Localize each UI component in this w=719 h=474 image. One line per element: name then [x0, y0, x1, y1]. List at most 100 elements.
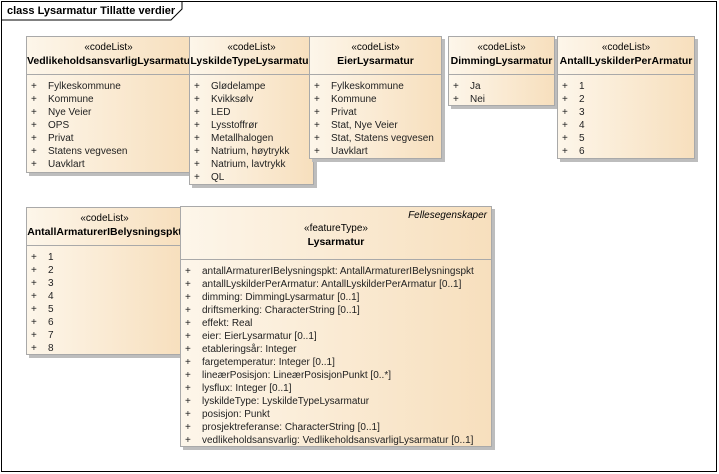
attribute-row: +eier: EierLysarmatur [0..1] — [181, 330, 491, 343]
class-name: AntallLyskilderPerArmatur — [559, 55, 693, 67]
class-dimming[interactable]: «codeList»DimmingLysarmatur +Ja+Nei — [448, 36, 555, 106]
diagram-title: class Lysarmatur Tillatte verdier — [7, 5, 176, 17]
attribute-label: Privat — [331, 107, 357, 118]
attribute-row: +2 — [27, 264, 182, 277]
attribute-label: Ja — [470, 81, 481, 92]
attribute-label: Kommune — [48, 94, 94, 105]
visibility-public: + — [31, 146, 37, 157]
attribute-label: antallArmaturerIBelysningspkt: AntallArm… — [202, 266, 474, 277]
visibility-public: + — [562, 120, 568, 131]
attribute-label: 2 — [48, 265, 54, 276]
attribute-row: + Lysstoffrør — [190, 119, 313, 132]
visibility-public: + — [31, 278, 37, 289]
class-antalllyskilder[interactable]: «codeList»AntallLyskilderPerArmatur+1+2+… — [557, 36, 695, 159]
visibility-public: + — [194, 94, 200, 105]
visibility-public: + — [31, 120, 37, 131]
class-lyskildetype[interactable]: «codeList»LyskildeTypeLysarmatur+Glødela… — [189, 36, 314, 185]
attribute-label: effekt: Real — [202, 318, 253, 329]
attribute-label: Kommune — [331, 94, 377, 105]
attribute-row: +antallLyskilderPerArmatur: AntallLyskil… — [181, 278, 491, 291]
visibility-public: + — [31, 330, 37, 341]
class-header: «codeList»DimmingLysarmatur — [449, 37, 554, 75]
attribute-label: 2 — [579, 94, 585, 105]
attribute-row: +Natrium, lavtrykk — [190, 158, 313, 171]
visibility-public: + — [194, 146, 200, 157]
visibility-public: + — [314, 133, 320, 144]
visibility-public: + — [314, 146, 320, 157]
attribute-row: +Uavklart — [27, 158, 190, 171]
class-name: AntallArmaturerIBelysningspkt — [27, 226, 182, 238]
visibility-public: + — [185, 318, 191, 329]
visibility-public: + — [314, 81, 320, 92]
class-lysarmatur[interactable]: Fellesegenskaper«featureType»Lysarmatur+… — [180, 206, 492, 447]
attribute-label: 4 — [48, 291, 54, 302]
attribute-label: QL — [211, 172, 225, 183]
visibility-public: + — [194, 81, 200, 92]
attribute-list: +Fylkeskommune+Kommune+Nye Veier+OPS+Pri… — [27, 75, 190, 171]
class-eier[interactable]: «codeList»EierLysarmatur+Fylkeskommune+K… — [309, 36, 442, 159]
attribute-row: + Stat, Statens vegvesen — [310, 132, 441, 145]
attribute-row: +8 — [27, 342, 182, 354]
visibility-public: + — [314, 94, 320, 105]
visibility-public: + — [562, 81, 568, 92]
attribute-label: posisjon: Punkt — [202, 409, 270, 420]
visibility-public: + — [31, 317, 37, 328]
visibility-public: + — [185, 422, 191, 433]
attribute-row: + Glødelampe — [190, 80, 313, 93]
attribute-label: Fylkeskommune — [331, 81, 404, 92]
attribute-label: Glødelampe — [211, 81, 266, 92]
attribute-row: +1 — [558, 80, 694, 93]
package-tag: Fellesegenskaper — [408, 210, 487, 221]
visibility-public: + — [562, 107, 568, 118]
attribute-label: 5 — [579, 133, 585, 144]
class-antallarmaturer[interactable]: «codeList»AntallArmaturerIBelysningspkt +… — [26, 207, 183, 355]
attribute-label: prosjektreferanse: CharacterString [0..1… — [202, 422, 380, 433]
diagram-title-tab: class Lysarmatur Tillatte verdier — [1, 1, 183, 21]
attribute-label: 8 — [48, 343, 54, 354]
attribute-list: +1+2+3+4+5+6 — [558, 75, 694, 158]
attribute-row: +Natrium, høytrykk — [190, 145, 313, 158]
attribute-row: +4 — [558, 119, 694, 132]
attribute-label: Kvikksølv — [211, 94, 254, 105]
visibility-public: + — [194, 120, 200, 131]
attribute-label: Lysstoffrør — [211, 120, 258, 131]
attribute-list: +Glødelampe+Kvikksølv+LED+Lysstoffrør+Me… — [190, 75, 313, 184]
attribute-row: +Ja — [449, 80, 554, 93]
attribute-label: 3 — [579, 107, 585, 118]
attribute-row: +etableringsår: Integer — [181, 343, 491, 356]
attribute-row: +3 — [558, 106, 694, 119]
attribute-row: +vedlikeholdsansvarlig: Vedlikeholdsansv… — [181, 434, 491, 446]
attribute-label: 6 — [48, 317, 54, 328]
attribute-row: + Fylkeskommune — [310, 80, 441, 93]
attribute-row: +posisjon: Punkt — [181, 408, 491, 421]
visibility-public: + — [31, 304, 37, 315]
attribute-label: fargetemperatur: Integer [0..1] — [202, 357, 335, 368]
attribute-row: +Nei — [449, 93, 554, 105]
attribute-row: +Privat — [310, 106, 441, 119]
attribute-row: +Nye Veier — [27, 106, 190, 119]
attribute-label: 1 — [48, 252, 54, 263]
attribute-row: +Privat — [27, 132, 190, 145]
attribute-row: +OPS — [27, 119, 190, 132]
attribute-row: + prosjektreferanse: CharacterString [0..… — [181, 421, 491, 434]
attribute-label: 3 — [48, 278, 54, 289]
class-header: «codeList»AntallArmaturerIBelysningspkt — [27, 208, 182, 246]
attribute-label: Stat, Nye Veier — [331, 120, 398, 131]
attribute-label: eier: EierLysarmatur [0..1] — [202, 331, 317, 342]
attribute-label: 7 — [48, 330, 54, 341]
attribute-label: Stat, Statens vegvesen — [331, 133, 434, 144]
visibility-public: + — [185, 435, 191, 446]
visibility-public: + — [31, 81, 37, 92]
attribute-row: +7 — [27, 329, 182, 342]
attribute-row: +antallArmaturerIBelysningspkt: AntallAr… — [181, 265, 491, 278]
attribute-row: +5 — [558, 132, 694, 145]
attribute-row: +Kommune — [27, 93, 190, 106]
attribute-row: +6 — [558, 145, 694, 158]
visibility-public: + — [31, 159, 37, 170]
attribute-row: +lyskildeType: LyskildeTypeLysarmatur — [181, 395, 491, 408]
attribute-label: LED — [211, 107, 231, 118]
class-vedlikehold[interactable]: «codeList»VedlikeholdsansvarligLysarmatu… — [26, 36, 191, 173]
attribute-label: lysflux: Integer [0..1] — [202, 383, 292, 394]
visibility-public: + — [185, 383, 191, 394]
